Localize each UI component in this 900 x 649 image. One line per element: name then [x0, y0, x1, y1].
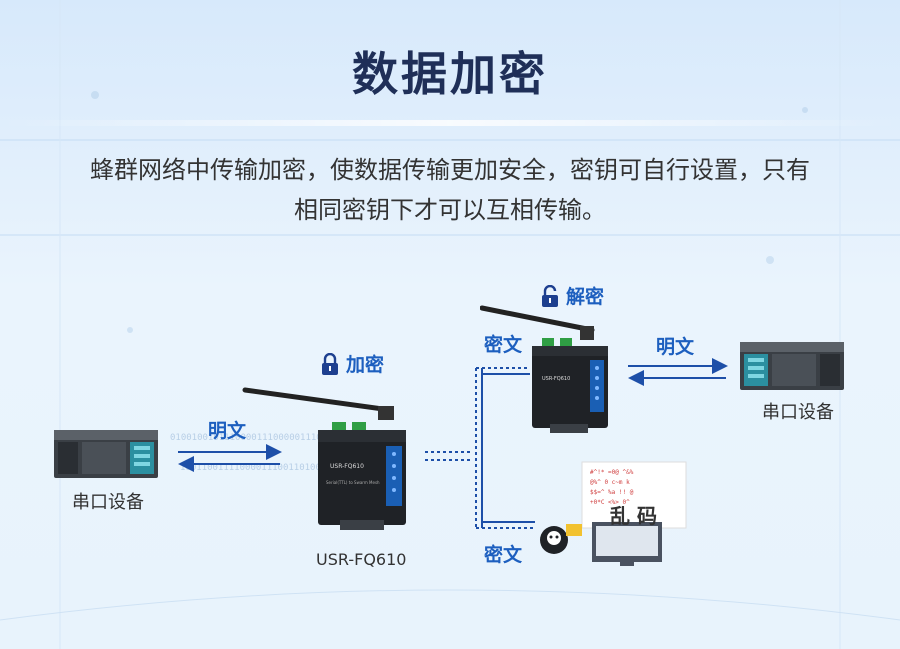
garbled-label: 乱 码: [610, 504, 657, 528]
decrypt-label: 解密: [566, 286, 605, 308]
decrypt-tag: 解密: [540, 282, 604, 309]
svg-text:USR-FQ610: USR-FQ610: [330, 463, 364, 470]
unlock-icon: [542, 284, 558, 307]
router-encrypt: USR-FQ610 Serial(TTL) to Swarm Mesh: [242, 387, 406, 530]
cipher-top-label: 密文: [484, 334, 523, 356]
svg-text:Serial(TTL) to Swarm Mesh: Serial(TTL) to Swarm Mesh: [326, 480, 380, 485]
page-title: 数据加密: [352, 47, 548, 101]
right-device-label: 串口设备: [762, 402, 834, 423]
svg-text:@%^ 0 c~m k: @%^ 0 c~m k: [590, 479, 630, 486]
svg-text:USR-FQ610: USR-FQ610: [542, 376, 570, 382]
description-line-1: 蜂群网络中传输加密，使数据传输更加安全，密钥可自行设置，只有: [90, 156, 810, 184]
model-label: USR-FQ610: [316, 550, 407, 569]
description: 蜂群网络中传输加密，使数据传输更加安全，密钥可自行设置，只有 相同密钥下才可以互…: [40, 150, 860, 230]
right-serial-device: [740, 342, 844, 390]
svg-text:$$=^ %a !! @: $$=^ %a !! @: [590, 489, 634, 496]
left-plaintext-label: 明文: [208, 420, 247, 442]
lock-icon: [322, 352, 338, 375]
encrypt-tag: 加密: [320, 350, 384, 377]
hacker-illustration: #^!* =0@ ^&% @%^ 0 c~m k $$=^ %a !! @ +0…: [540, 461, 687, 566]
description-line-2: 相同密钥下才可以互相传输。: [294, 196, 606, 224]
left-serial-device: [54, 430, 158, 478]
left-device-label: 串口设备: [72, 492, 144, 513]
svg-text:#^!* =0@ ^&%: #^!* =0@ ^&%: [590, 469, 634, 476]
router-decrypt: USR-FQ610: [480, 305, 608, 433]
right-plaintext-label: 明文: [656, 336, 695, 358]
encrypt-label: 加密: [346, 354, 385, 376]
svg-text:+0*C <%> 0^: +0*C <%> 0^: [590, 499, 630, 506]
cipher-bottom-label: 密文: [484, 544, 523, 566]
